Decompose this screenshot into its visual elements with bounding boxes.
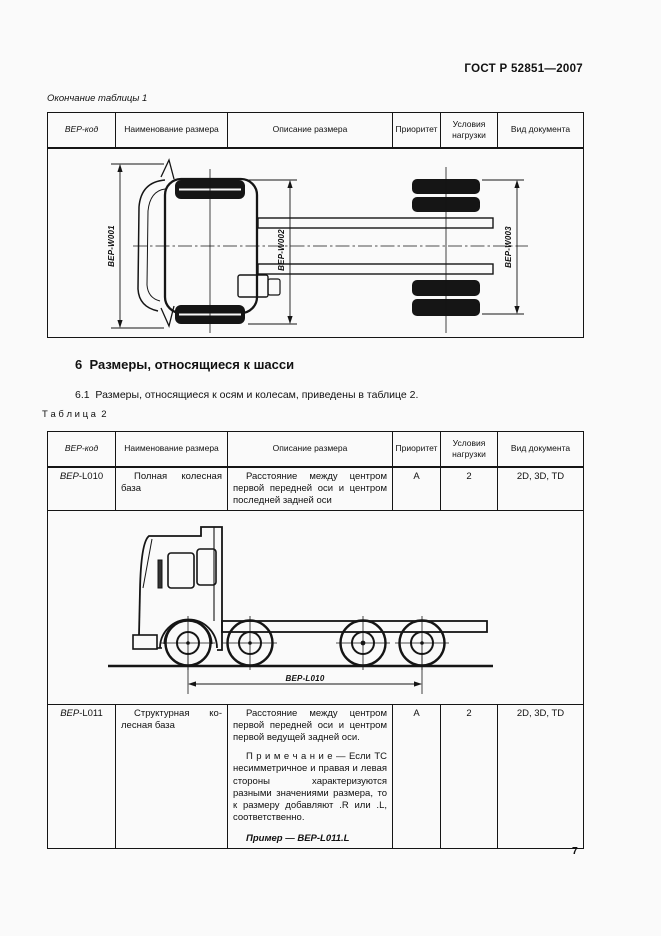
table1-continuation: ВЕР-код Наименование размера Описание ра… <box>47 112 584 338</box>
cell-code: BEP-L010 <box>47 466 116 512</box>
table2-caption: Т а б л и ц а 2 <box>42 409 107 420</box>
table1-continuation-caption: Окончание таблицы 1 <box>47 93 148 104</box>
dim-label-w003: BEP-W003 <box>504 226 513 268</box>
cell-doc-kind: 2D, 3D, TD <box>497 704 584 849</box>
windshield-inner-line <box>142 539 153 589</box>
col-header-doc-kind: Вид документа <box>497 431 584 468</box>
dimension-l010 <box>187 652 423 695</box>
cell-description: Расстояние между центром первой передней… <box>227 704 393 849</box>
cell-priority: А <box>392 466 441 512</box>
left-mirror-bottom <box>160 305 175 328</box>
truck-top-view-diagram: BEP-W001 BEP-W002 BEP-W003 <box>107 158 528 333</box>
dim-label-l010: BEP-L010 <box>286 674 325 683</box>
col-header-load: Условия нагрузки <box>440 431 498 468</box>
cell-load: 2 <box>440 704 498 849</box>
description-text: Расстояние между центром первой передней… <box>233 708 387 744</box>
col-header-code: ВЕР-код <box>47 431 116 468</box>
table-row-l011: BEP-L011 Структурная ко­лесная база Расс… <box>47 704 584 849</box>
wheel-2 <box>223 616 277 671</box>
frame-rails-top <box>237 217 494 298</box>
col-header-doc-kind: Вид документа <box>497 112 584 149</box>
cell-doc-kind: 2D, 3D, TD <box>497 466 584 512</box>
tank-box <box>237 274 269 298</box>
col-header-priority: Приоритет <box>392 112 441 149</box>
cell-name: Полная колесная база <box>115 466 228 512</box>
front-bumper <box>132 634 158 650</box>
table2-header-row: ВЕР-код Наименование размера Описание ра… <box>47 431 584 468</box>
side-window <box>196 548 217 586</box>
document-code: ГОСТ Р 52851—2007 <box>464 63 583 75</box>
cell-name: Структурная ко­лесная база <box>115 704 228 849</box>
col-header-code: ВЕР-код <box>47 112 116 149</box>
note-text: П р и м е ч а н и е — Если ТС несимметри… <box>233 751 387 823</box>
dimension-w001 <box>111 163 164 329</box>
dimension-w003 <box>482 179 524 315</box>
truck-top-view-cell: BEP-W001 BEP-W002 BEP-W003 <box>47 147 584 338</box>
table1-drawing-row: BEP-W001 BEP-W002 BEP-W003 <box>47 147 584 338</box>
rear-wheels-top <box>412 167 480 333</box>
dimension-w002 <box>248 179 297 325</box>
col-header-description: Описание размера <box>227 112 393 149</box>
cell-priority: А <box>392 704 441 849</box>
tank-box-small <box>267 278 281 296</box>
door-window <box>167 552 195 589</box>
table-row-l010: BEP-L010 Полная колесная база Расстояние… <box>47 466 584 512</box>
front-wheels-top <box>175 169 245 333</box>
cell-description: Расстояние между центром первой передней… <box>227 466 393 512</box>
col-header-name: Наименование размера <box>115 431 228 468</box>
table1-header-row: ВЕР-код Наименование размера Описание ра… <box>47 112 584 149</box>
side-mirror <box>157 559 163 589</box>
dim-label-w001: BEP-W001 <box>107 225 116 267</box>
page-number: 7 <box>572 845 578 857</box>
table2: ВЕР-код Наименование размера Описание ра… <box>47 431 584 849</box>
truck-side-view-diagram: BEP-L010 <box>108 526 493 695</box>
col-header-load: Условия нагрузки <box>440 112 498 149</box>
example-text: Пример — BEP-L011.L <box>246 832 350 844</box>
col-header-name: Наименование размера <box>115 112 228 149</box>
col-header-description: Описание размера <box>227 431 393 468</box>
table2-drawing-row: BEP-L010 <box>47 510 584 706</box>
truck-side-view-cell: BEP-L010 <box>47 510 584 706</box>
section-paragraph: 6.1 Размеры, относящиеся к осям и колеса… <box>75 389 419 401</box>
cell-load: 2 <box>440 466 498 512</box>
cell-code: BEP-L011 <box>47 704 116 849</box>
left-mirror-top <box>160 158 175 180</box>
wheel-3 <box>336 616 390 671</box>
col-header-priority: Приоритет <box>392 431 441 468</box>
dim-label-w002: BEP-W002 <box>277 229 286 271</box>
section-heading: 6 Размеры, относящиеся к шасси <box>75 357 295 372</box>
